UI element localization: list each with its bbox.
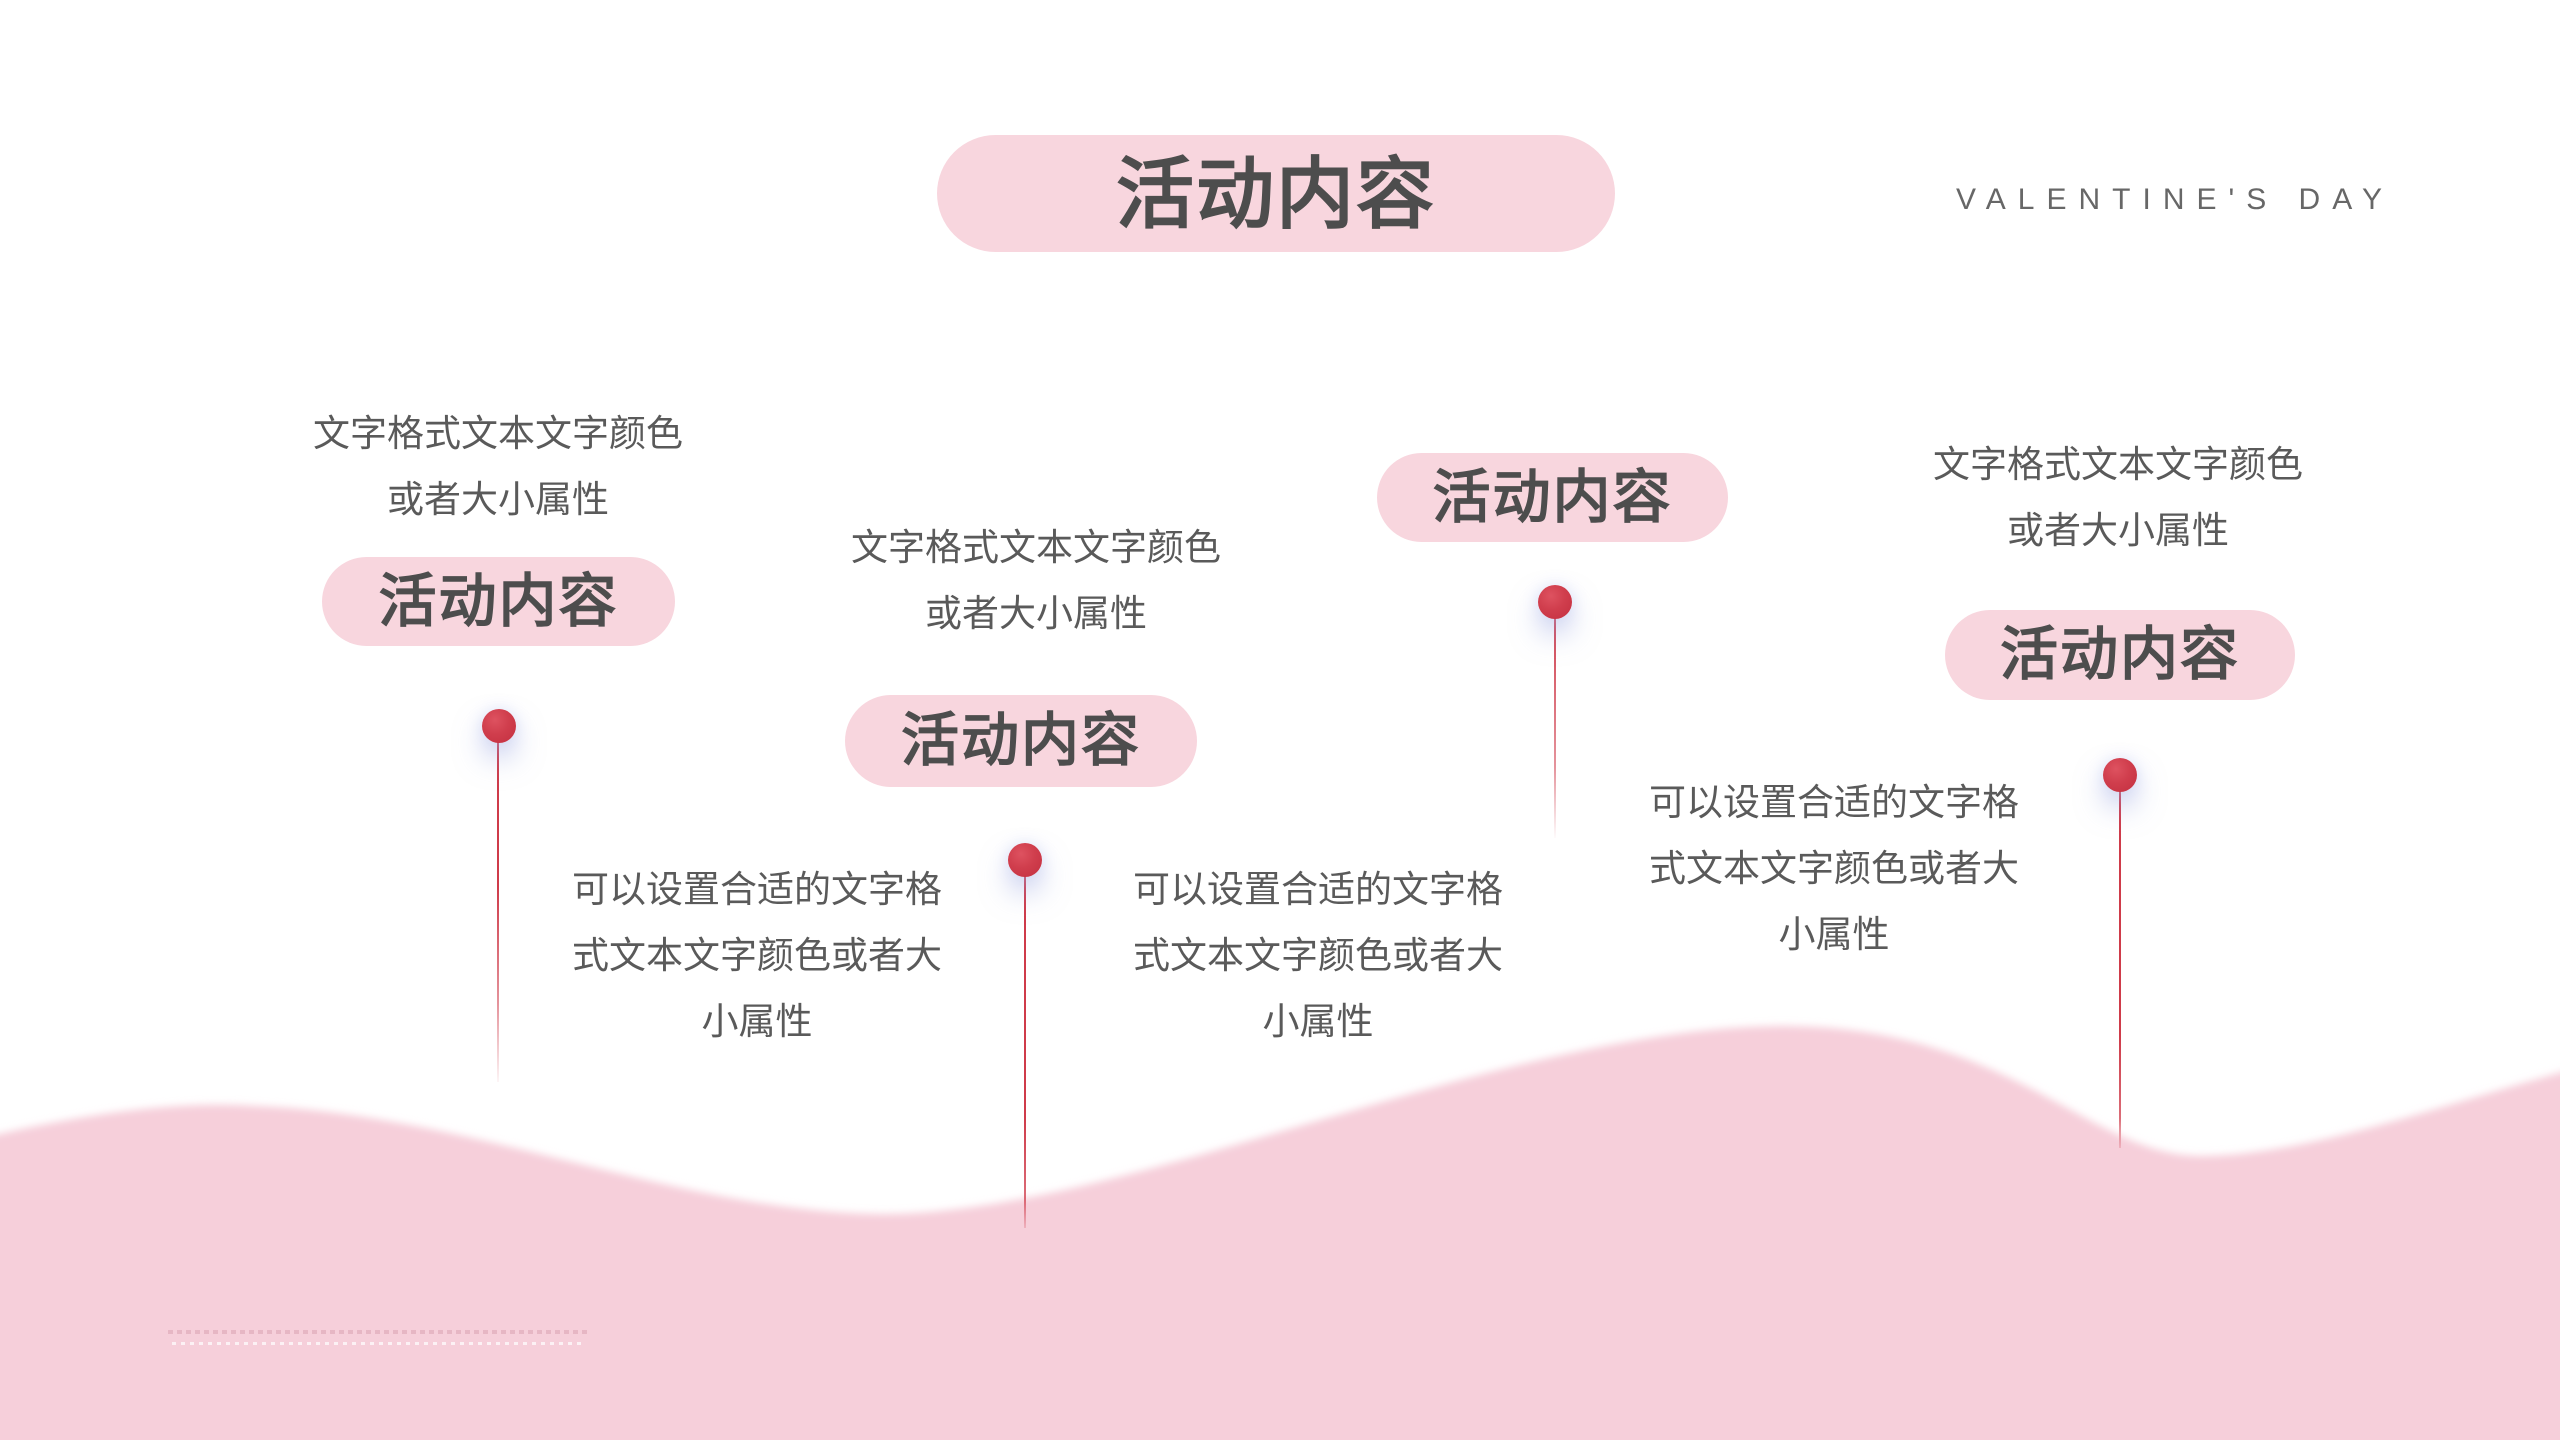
item-4-pin-dot <box>2103 758 2137 792</box>
item-2-pin-dot <box>1008 843 1042 877</box>
note-2: 可以设置合适的文字格 式文本文字颜色或者大 小属性 <box>1133 869 1503 1042</box>
item-4-timeline-stem <box>2119 775 2121 1148</box>
note-1: 可以设置合适的文字格 式文本文字颜色或者大 小属性 <box>572 869 942 1042</box>
item-1-caption: 文字格式文本文字颜色 或者大小属性 <box>313 413 683 520</box>
wave-dashed-texture-dark <box>168 1330 588 1334</box>
item-2-pill: 活动内容 <box>845 695 1197 787</box>
item-1-timeline-stem <box>497 727 499 1082</box>
slide-title: 活动内容 <box>1115 149 1436 238</box>
item-4-pill: 活动内容 <box>1945 610 2295 700</box>
item-3-timeline-stem <box>1554 602 1556 838</box>
item-2-label: 活动内容 <box>900 708 1141 773</box>
item-3-pill: 活动内容 <box>1377 453 1728 542</box>
item-1-pill: 活动内容 <box>322 557 675 646</box>
item-1-label: 活动内容 <box>378 568 619 634</box>
slide-title-pill: 活动内容 <box>937 135 1615 252</box>
item-3-pin-dot <box>1538 585 1572 619</box>
item-1-pin-dot <box>482 709 516 743</box>
note-3: 可以设置合适的文字格 式文本文字颜色或者大 小属性 <box>1649 782 2019 955</box>
item-2-caption: 文字格式文本文字颜色 或者大小属性 <box>851 527 1221 634</box>
wave-shape <box>0 1025 2560 1440</box>
item-4-label: 活动内容 <box>1999 622 2240 687</box>
item-3-label: 活动内容 <box>1432 464 1673 530</box>
valentines-day-watermark: VALENTINE'S DAY <box>1956 183 2395 216</box>
item-2-timeline-stem <box>1024 860 1026 1228</box>
wave-dashed-texture-light <box>172 1342 584 1345</box>
item-4-caption: 文字格式文本文字颜色 或者大小属性 <box>1933 444 2303 551</box>
